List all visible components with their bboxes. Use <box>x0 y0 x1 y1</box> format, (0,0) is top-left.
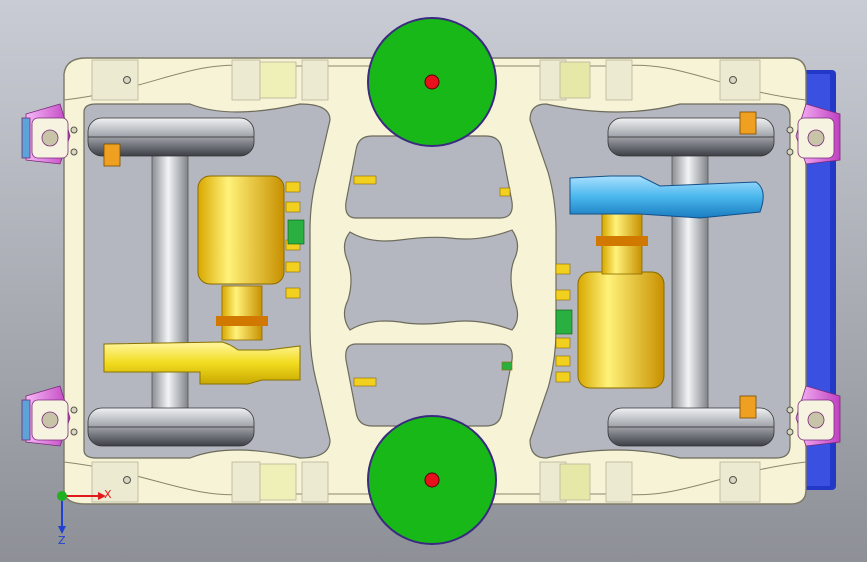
bearings <box>103 111 757 419</box>
center-pin-top <box>424 74 440 90</box>
coordinate-triad: X Z <box>57 488 112 547</box>
bolts <box>70 76 794 484</box>
wheelset-right[interactable] <box>607 117 775 447</box>
wheelset-left[interactable] <box>87 117 255 447</box>
y-axis-dot <box>57 491 67 501</box>
traction-unit-left[interactable] <box>103 175 305 385</box>
center-pin-bottom <box>424 472 440 488</box>
gearbox-right <box>569 175 764 219</box>
center-wheel-bottom[interactable] <box>367 415 497 545</box>
traction-unit-right[interactable] <box>555 175 764 389</box>
motor-right <box>577 271 665 389</box>
axle-boxes <box>21 103 841 447</box>
z-axis-label: Z <box>58 534 66 547</box>
center-wheel-top[interactable] <box>367 17 497 147</box>
gearbox-left <box>103 341 301 385</box>
axle-left <box>151 119 189 441</box>
motor-left-shaft <box>221 285 263 341</box>
motor-left <box>197 175 285 285</box>
axle-right <box>671 119 709 441</box>
frame-clips <box>353 175 513 387</box>
x-axis-label: X <box>104 488 112 501</box>
